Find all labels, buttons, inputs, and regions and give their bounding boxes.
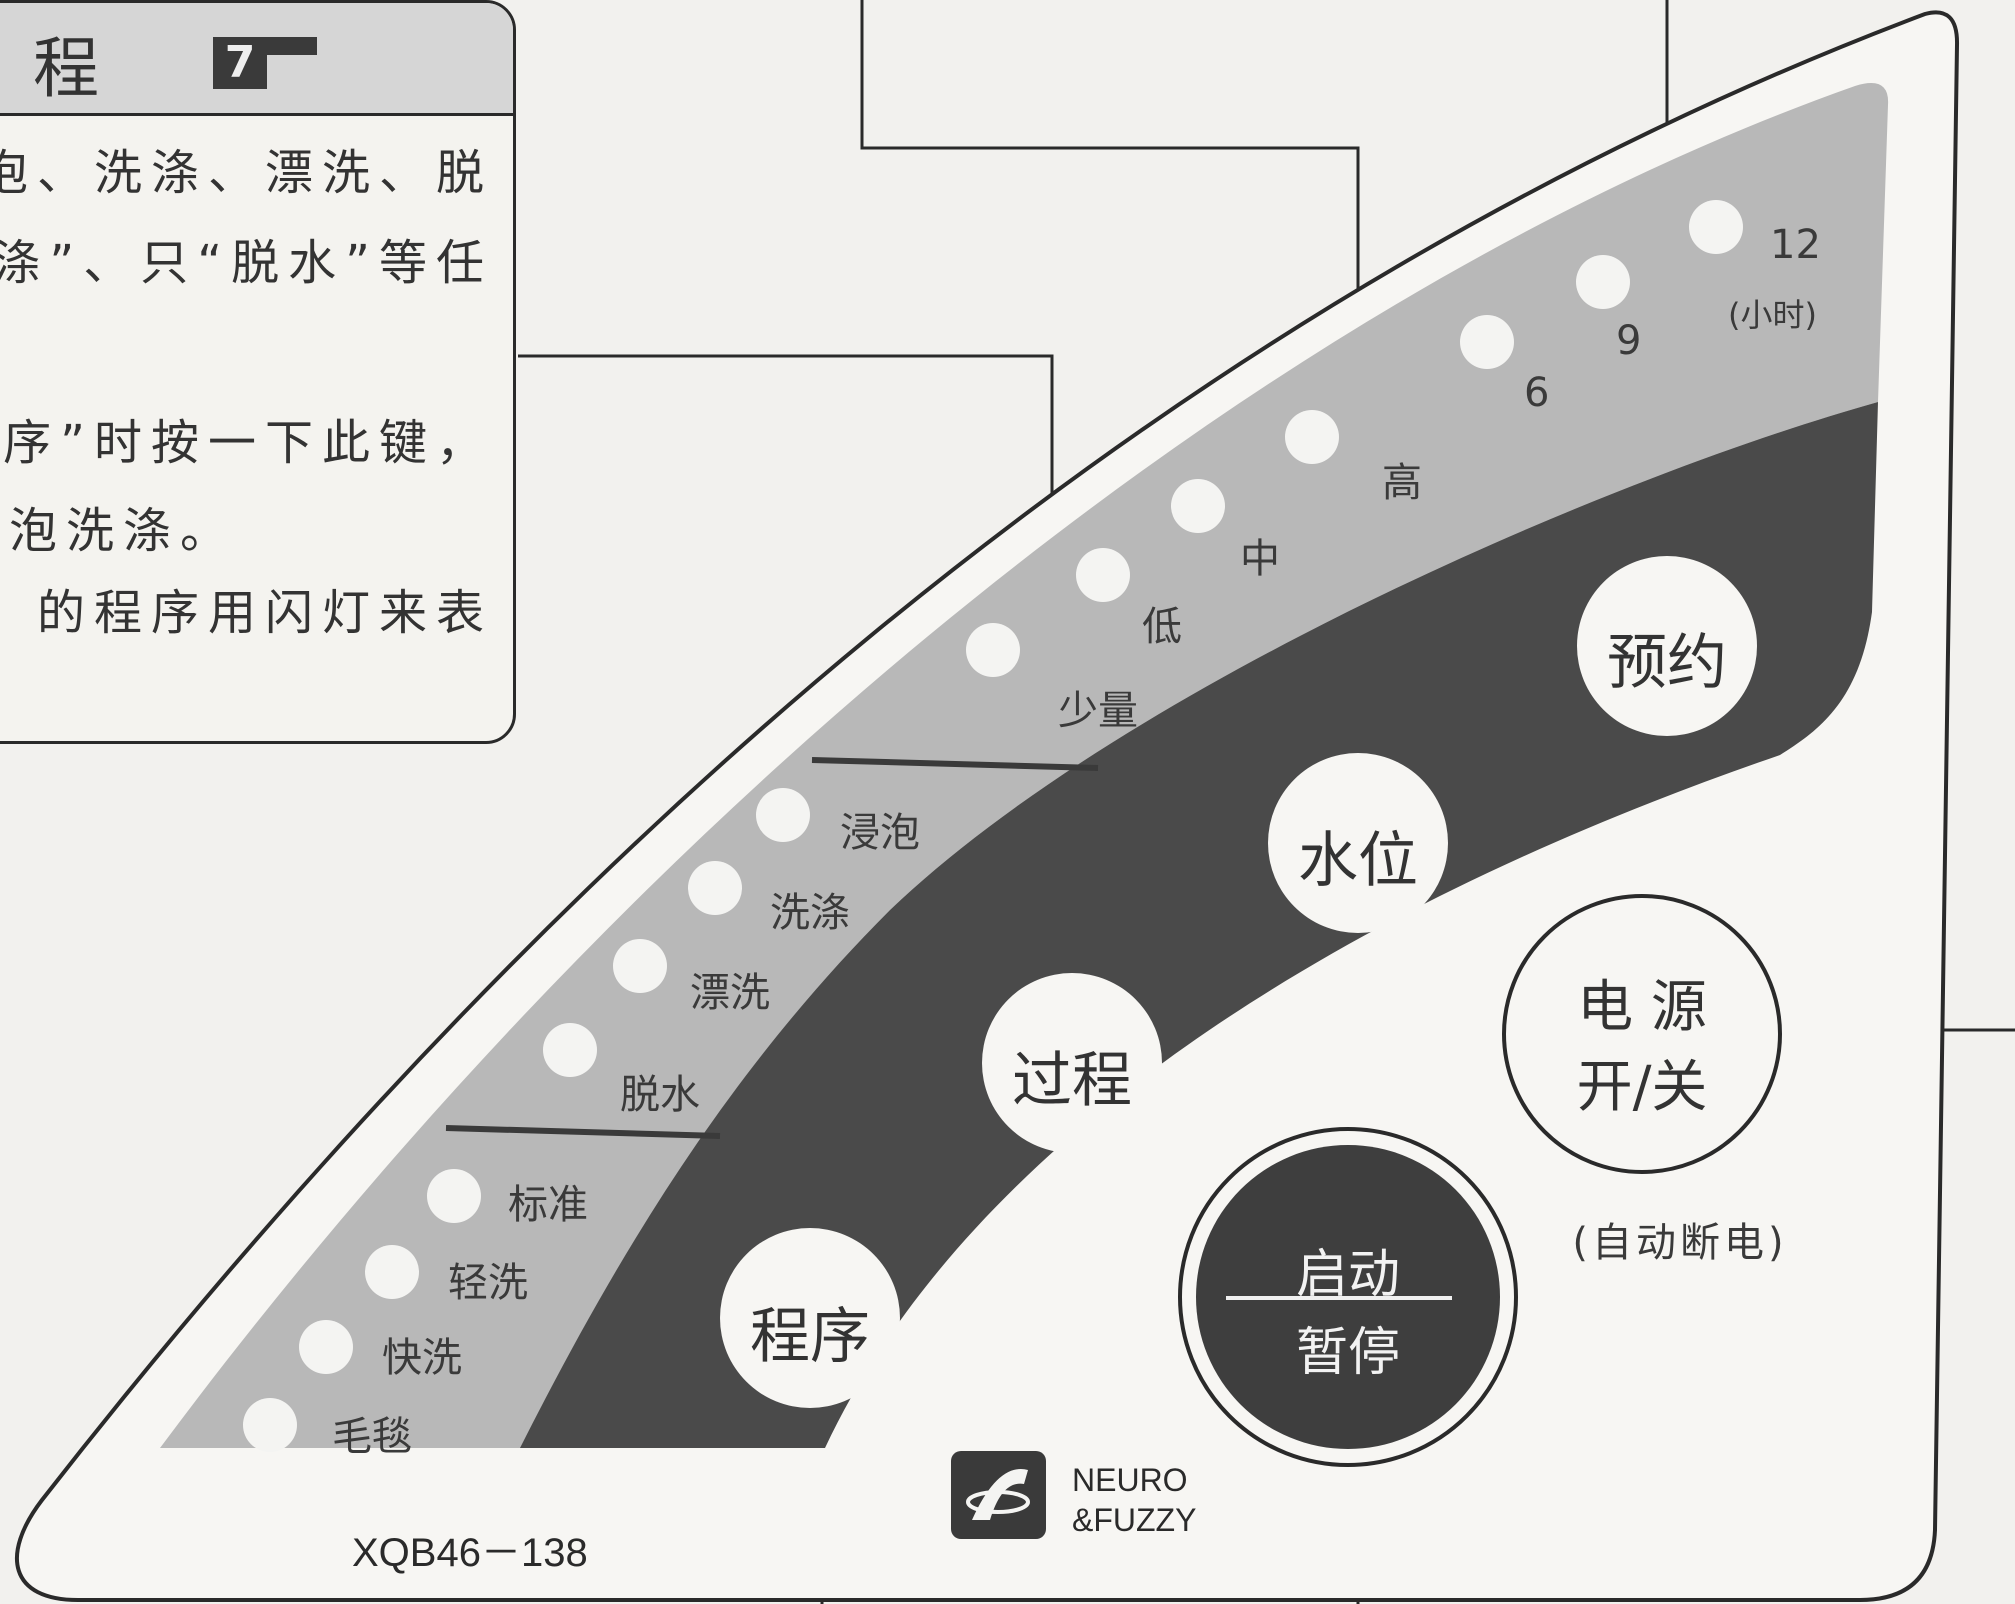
indicator-label: 6 [1524, 370, 1550, 416]
indicator-label: 低 [1142, 604, 1182, 650]
indicator-light-9h [1576, 255, 1630, 309]
indicator-label: 高 [1382, 460, 1422, 506]
indicator-light-medium [1171, 479, 1225, 533]
indicator-label: 浸泡 [840, 810, 920, 856]
indicator-label: 标准 [508, 1182, 588, 1228]
power-note: (自动断电) [1572, 1220, 1788, 1266]
divider-stroke [811, 757, 1099, 771]
button-band [520, 402, 1878, 1448]
brand-line1: NEURO [1072, 1462, 1188, 1498]
indicator-light-low [1076, 548, 1130, 602]
program-button[interactable] [720, 1228, 900, 1408]
indicator-light-small [966, 623, 1020, 677]
indicator-label: 漂洗 [690, 970, 770, 1016]
section-title: 程 [33, 30, 99, 107]
indicator-light-soak [756, 788, 810, 842]
process-lights [543, 788, 810, 1077]
indicator-label: 洗涤 [770, 890, 850, 936]
indicator-light-gentle [365, 1245, 419, 1299]
indicator-light-blanket [243, 1398, 297, 1452]
process-button[interactable] [982, 973, 1162, 1153]
timer-button[interactable] [1577, 556, 1757, 736]
indicator-light-12h [1689, 200, 1743, 254]
timer-button-label: 预约 [1607, 628, 1727, 698]
indicator-label: 脱水 [620, 1072, 700, 1118]
indicator-light-rinse [613, 939, 667, 993]
indicator-light-high [1285, 410, 1339, 464]
description-line: 的程序用闪灯来表 [36, 585, 493, 641]
page-tab-icon [267, 37, 317, 55]
water-level-lights [966, 410, 1339, 677]
indicator-label: 少量 [1058, 688, 1138, 734]
indicator-light-spin [543, 1023, 597, 1077]
divider-stroke [445, 1125, 721, 1139]
power-button[interactable] [1502, 894, 1782, 1174]
program-lights [243, 1169, 481, 1452]
water-level-button-label: 水位 [1298, 826, 1418, 896]
indicator-light-standard [427, 1169, 481, 1223]
description-line: 涤”、只“脱水”等任 [0, 235, 493, 291]
process-button-label: 过程 [1012, 1046, 1132, 1116]
indicator-light-6h [1460, 315, 1514, 369]
program-button-label: 程序 [750, 1302, 870, 1372]
info-header: 程 7 [0, 3, 513, 116]
info-box: 程 7 泡、洗涤、漂洗、脱 涤”、只“脱水”等任 序”时按一下此键， 泡洗涤。 … [0, 0, 516, 744]
indicator-label: 毛毯 [332, 1414, 412, 1460]
page-number-badge: 7 [213, 37, 267, 89]
pause-button-label: 暂停 [1295, 1323, 1400, 1383]
water-level-button[interactable] [1268, 753, 1448, 933]
brand-logo-icon [951, 1451, 1046, 1539]
start-pause-button[interactable] [1178, 1127, 1518, 1467]
indicator-light-quick [299, 1320, 353, 1374]
indicator-label: 中 [1240, 536, 1280, 582]
indicator-label: 9 [1616, 318, 1642, 364]
power-button-label: 电 源 [1577, 975, 1707, 1040]
timer-lights [1460, 200, 1743, 369]
brand-line2: &FUZZY [1072, 1502, 1197, 1538]
description-line: 序”时按一下此键， [3, 415, 493, 471]
timer-unit-label: (小时) [1728, 296, 1817, 334]
indicator-label: 快洗 [382, 1335, 462, 1381]
indicator-label: 轻洗 [448, 1260, 528, 1306]
model-number: XQB46－138 [352, 1531, 588, 1575]
description-line: 泡、洗涤、漂洗、脱 [0, 145, 493, 201]
power-button-label: 开/关 [1576, 1055, 1708, 1120]
description-line: 泡洗涤。 [9, 503, 238, 559]
indicator-light-wash [688, 861, 742, 915]
indicator-label: 12 [1770, 222, 1821, 268]
start-button-label: 启动 [1295, 1245, 1400, 1305]
